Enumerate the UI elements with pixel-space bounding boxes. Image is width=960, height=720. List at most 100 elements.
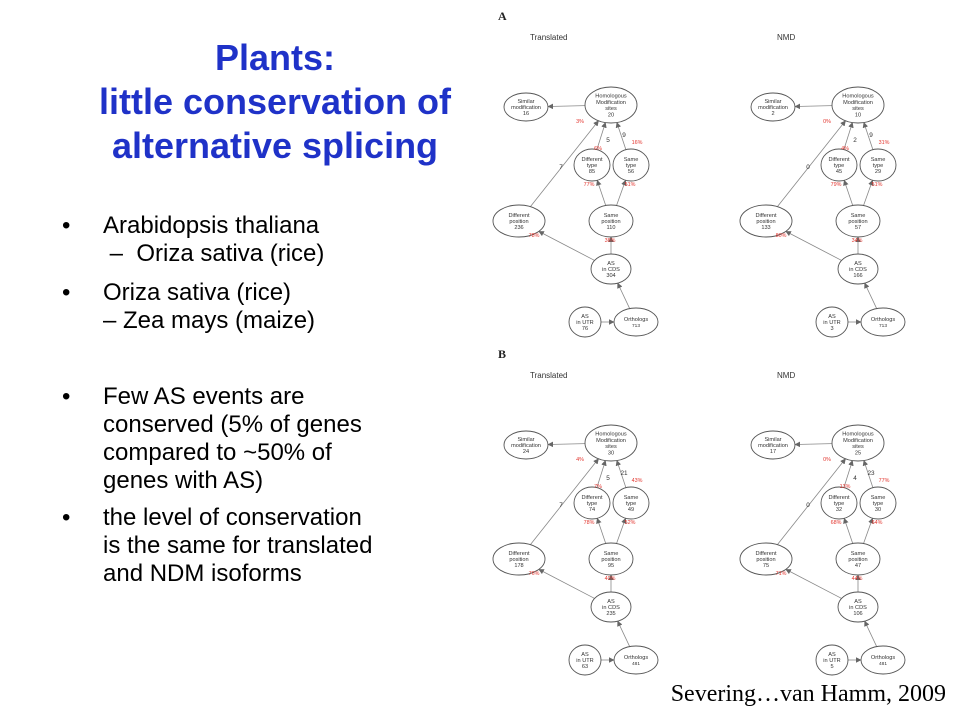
node-label: Same — [604, 551, 619, 557]
node-label: AS — [828, 314, 836, 320]
node-label: Same — [604, 213, 619, 219]
percent-label: 6% — [594, 146, 602, 152]
percent-label: 68% — [831, 520, 842, 526]
node-value: 85 — [589, 169, 595, 175]
percent-label: 4% — [841, 146, 849, 152]
node-label: Modification — [843, 100, 873, 106]
node-value: 20 — [608, 112, 614, 118]
percent-label: 80% — [776, 233, 787, 239]
diagram-node — [835, 204, 881, 238]
node-label: position — [756, 219, 775, 225]
percent-label: 64% — [872, 520, 883, 526]
diagram-node — [584, 424, 638, 462]
node-label: position — [601, 219, 620, 225]
node-label: Same — [871, 495, 886, 501]
panel-title: NMD — [777, 33, 795, 42]
node-label: type — [834, 163, 845, 169]
node-label: sites — [852, 444, 864, 450]
node-value: 713 — [879, 323, 887, 329]
node-label: Orthologs — [624, 655, 648, 661]
percent-label: 78% — [529, 233, 540, 239]
diagram-node — [588, 204, 634, 238]
node-label: Different — [508, 213, 529, 219]
diagram-panel: NMDSimilarmodification17HomologousModifi… — [739, 371, 906, 676]
diagram-node — [612, 486, 650, 520]
node-label: in UTR — [823, 658, 840, 664]
diagram-edge — [616, 179, 627, 206]
percent-label: 31% — [879, 140, 890, 146]
node-label: Similar — [764, 99, 781, 105]
bullet-list: Arabidopsis thaliana – Oriza sativa (ric… — [62, 212, 482, 588]
diagram-node — [588, 542, 634, 576]
node-label: modification — [758, 443, 788, 449]
percent-label: 77% — [879, 478, 890, 484]
edge-count: 0 — [806, 502, 810, 509]
diagram-node — [750, 92, 796, 122]
diagram-edge — [617, 282, 631, 309]
node-label: Homologous — [595, 432, 627, 438]
node-label: Different — [581, 495, 602, 501]
percent-label: 3% — [576, 119, 584, 125]
percent-label: 43% — [632, 478, 643, 484]
node-value: 47 — [855, 563, 861, 569]
node-label: Modification — [596, 438, 626, 444]
bullet-text: Arabidopsis thaliana — [103, 212, 320, 239]
node-label: AS — [828, 652, 836, 658]
diagram-edge — [794, 103, 833, 110]
bullet-text: conserved (5% of genes — [103, 411, 362, 438]
diagram-edge — [615, 460, 627, 488]
edge-count: 0 — [806, 164, 810, 171]
percent-label: 71% — [776, 571, 787, 577]
node-label: Orthologs — [871, 655, 895, 661]
percent-label: 36% — [605, 238, 616, 244]
node-value: 5 — [830, 664, 833, 670]
diagram-edge — [862, 460, 874, 488]
node-label: Different — [755, 551, 776, 557]
diagram-node — [837, 253, 879, 285]
diagram-node — [739, 542, 793, 576]
diagram-edge — [616, 517, 627, 544]
node-value: 76 — [582, 326, 588, 332]
slide-title-line: little conservation of — [98, 81, 452, 122]
node-value: 32 — [836, 507, 842, 513]
diagram-node — [831, 424, 885, 462]
node-value: 57 — [855, 225, 861, 231]
bullet-text: – Oriza sativa (rice) — [103, 240, 325, 267]
percent-label: 34% — [852, 238, 863, 244]
percent-label: 51% — [625, 182, 636, 188]
edge-count: 7 — [559, 502, 563, 509]
node-label: position — [756, 557, 775, 563]
node-label: AS — [581, 314, 589, 320]
edge-count: 5 — [606, 137, 610, 144]
diagram-node — [860, 645, 906, 675]
diagram-node — [860, 307, 906, 337]
diagram-edge — [864, 620, 878, 647]
percent-label: 76% — [529, 571, 540, 577]
percent-label: 0% — [823, 457, 831, 463]
node-value: 45 — [836, 169, 842, 175]
diagram-node — [831, 86, 885, 124]
percent-label: 77% — [584, 182, 595, 188]
percent-label: 16% — [632, 140, 643, 146]
bullet-text: and NDM isoforms — [103, 560, 302, 587]
diagram-edge — [843, 460, 854, 488]
diagram-edge — [843, 179, 854, 206]
node-label: Different — [828, 157, 849, 163]
diagram-node — [750, 430, 796, 460]
node-label: Same — [624, 157, 639, 163]
node-label: Homologous — [595, 94, 627, 100]
diagram-node — [815, 306, 849, 338]
diagram-node — [613, 307, 659, 337]
diagram-edge — [864, 282, 878, 309]
percent-label: 51% — [872, 182, 883, 188]
diagram-node — [820, 486, 858, 520]
node-label: type — [587, 163, 598, 169]
diagram-node — [612, 148, 650, 182]
bullet-text: genes with AS) — [103, 467, 264, 494]
panel-title: Translated — [530, 33, 568, 42]
node-value: 75 — [763, 563, 769, 569]
node-label: Different — [581, 157, 602, 163]
node-label: Homologous — [842, 432, 874, 438]
node-label: Same — [624, 495, 639, 501]
